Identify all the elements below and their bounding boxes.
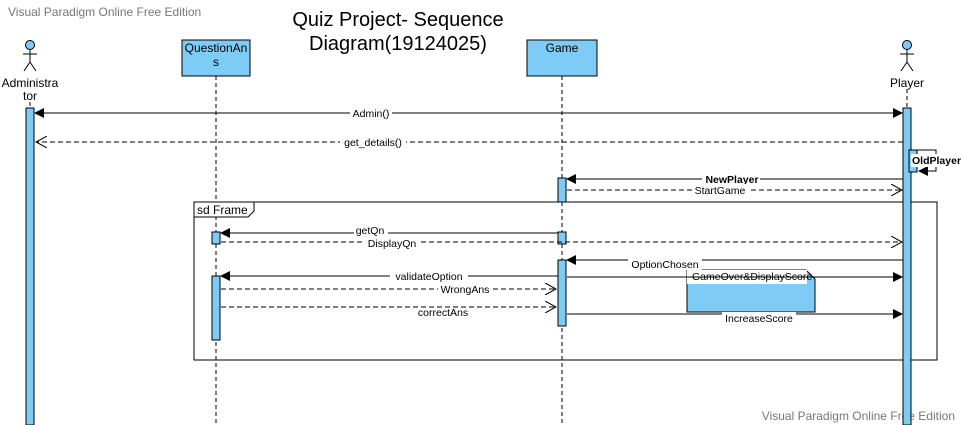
message-label: IncreaseScore: [725, 313, 793, 325]
actor-label: Administra: [2, 76, 59, 90]
message-label: OldPlayer: [912, 155, 961, 167]
message-label: validateOption: [395, 271, 462, 283]
message-label: GameOver&DisplayScore: [692, 271, 812, 283]
lifeline-questionans[interactable]: QuestionAn s: [181, 39, 251, 77]
message-option-chosen[interactable]: OptionChosen: [566, 255, 903, 271]
activation-bar: [557, 177, 567, 203]
frame-label: sd Frame: [197, 203, 248, 217]
actor-label: Player: [890, 76, 924, 90]
actor-administrator[interactable]: Administra tor: [2, 40, 59, 104]
message-label: WrongAns: [441, 284, 490, 296]
diagram-title-line1: Quiz Project- Sequence: [292, 9, 503, 31]
message-label: getQn: [356, 225, 385, 237]
actor-player[interactable]: Player: [890, 40, 924, 91]
activation-bar: [25, 107, 35, 425]
message-label: correctAns: [418, 307, 468, 319]
message-label: OptionChosen: [631, 259, 698, 271]
message-start-game[interactable]: StartGame: [567, 184, 902, 197]
message-label: DisplayQn: [368, 238, 417, 250]
activation-bar: [211, 275, 221, 341]
message-get-details[interactable]: get_details(): [36, 135, 903, 149]
activation-bar: [211, 231, 221, 245]
message-increase-score[interactable]: IncreaseScore: [567, 309, 903, 325]
message-correct-ans[interactable]: correctAns: [221, 307, 556, 319]
message-get-qn[interactable]: getQn: [220, 225, 558, 238]
lifeline-label: Game: [546, 41, 579, 55]
actor-label: tor: [23, 89, 37, 103]
message-game-over[interactable]: GameOver&DisplayScore: [567, 271, 903, 283]
message-display-qn[interactable]: DisplayQn: [221, 237, 902, 250]
diagram-title-line2: Diagram(19124025): [309, 33, 487, 55]
activation-bar: [557, 231, 567, 245]
message-label: StartGame: [695, 185, 746, 197]
message-new-player[interactable]: NewPlayer: [566, 173, 903, 186]
message-label: get_details(): [344, 137, 402, 149]
message-old-player[interactable]: OldPlayer: [911, 149, 961, 176]
watermark-bottom: Visual Paradigm Online Free Edition: [762, 409, 955, 423]
lifeline-label: s: [213, 55, 219, 69]
message-wrong-ans[interactable]: WrongAns: [221, 283, 556, 296]
lifeline-game[interactable]: Game: [526, 39, 598, 77]
activation-bar: [557, 259, 567, 327]
watermark-top: Visual Paradigm Online Free Edition: [8, 5, 201, 19]
message-label: NewPlayer: [705, 174, 758, 186]
message-label: Admin(): [353, 108, 390, 120]
message-admin[interactable]: Admin(): [34, 106, 903, 120]
lifeline-label: QuestionAn: [185, 41, 248, 55]
stick-figure-icon: [900, 40, 914, 72]
stick-figure-icon: [23, 40, 37, 72]
message-validate-option[interactable]: validateOption: [220, 270, 558, 283]
activation-bar: [902, 107, 912, 425]
